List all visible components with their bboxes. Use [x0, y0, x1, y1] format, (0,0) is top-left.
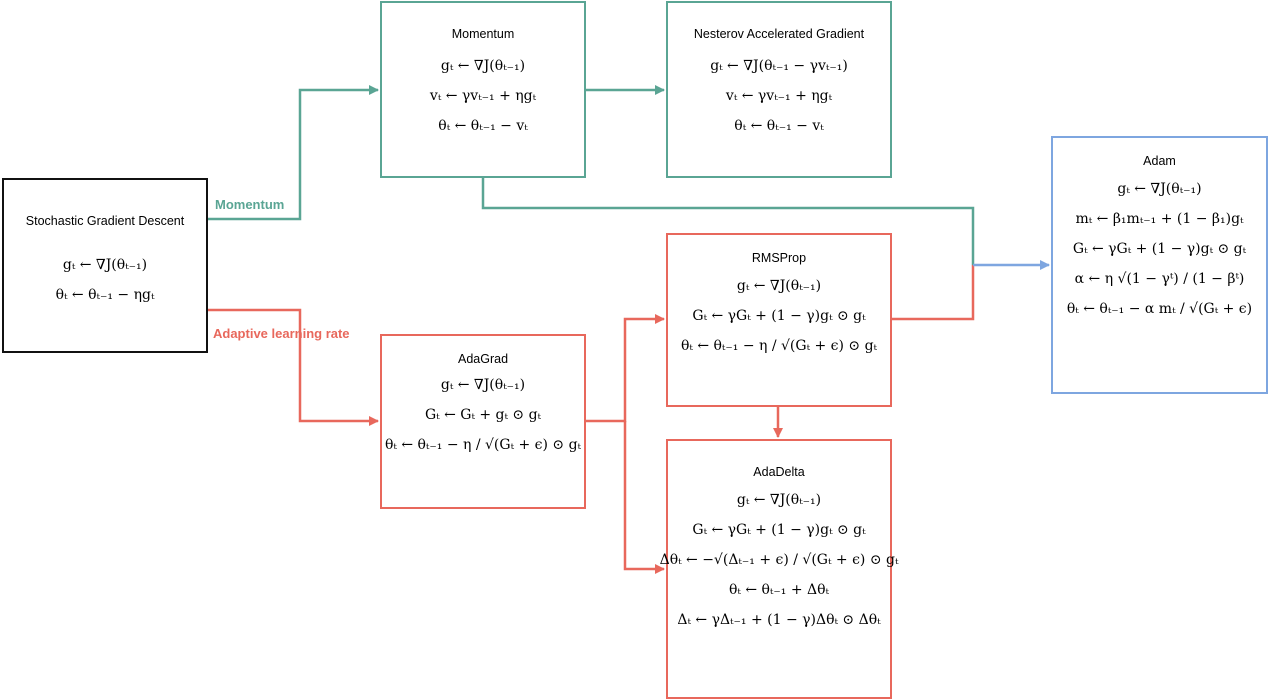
adagrad-equation: gₜ ← ∇J(θₜ₋₁) [440, 377, 526, 393]
adam-title: Adam [1143, 154, 1176, 168]
edge-momentum-to-adam [481, 178, 975, 265]
rmsprop-title: RMSProp [751, 251, 807, 265]
adam-equation: α ← η √(1 − γᵗ) / (1 − βᵗ) [1074, 271, 1245, 287]
adagrad-equation: θₜ ← θₜ₋₁ − η / √(Gₜ + ϵ) ⊙ gₜ [384, 437, 582, 453]
momentum-equation: gₜ ← ∇J(θₜ₋₁) [440, 58, 526, 74]
rmsprop-equation: Gₜ ← γGₜ + (1 − γ)gₜ ⊙ gₜ [692, 308, 866, 324]
edge-label-adaptive-text: Adaptive learning rate [213, 326, 350, 341]
rmsprop-equation: θₜ ← θₜ₋₁ − η / √(Gₜ + ϵ) ⊙ gₜ [680, 338, 878, 354]
adagrad-equation: Gₜ ← Gₜ + gₜ ⊙ gₜ [425, 407, 541, 423]
momentum-equation: θₜ ← θₜ₋₁ − vₜ [438, 118, 528, 134]
nesterov-box: Nesterov Accelerated Gradient gₜ ← ∇J(θₜ… [666, 1, 892, 178]
adadelta-equation: gₜ ← ∇J(θₜ₋₁) [736, 492, 822, 508]
nesterov-equation: θₜ ← θₜ₋₁ − vₜ [734, 118, 824, 134]
momentum-box: Momentum gₜ ← ∇J(θₜ₋₁) vₜ ← γvₜ₋₁ + ηgₜ … [380, 1, 586, 178]
rmsprop-equation: gₜ ← ∇J(θₜ₋₁) [736, 278, 822, 294]
momentum-equation: vₜ ← γvₜ₋₁ + ηgₜ [429, 88, 537, 104]
adadelta-equation: Δₜ ← γΔₜ₋₁ + (1 − γ)Δθₜ ⊙ Δθₜ [677, 612, 881, 628]
adadelta-equation: Δθₜ ← −√(Δₜ₋₁ + ϵ) / √(Gₜ + ϵ) ⊙ gₜ [659, 552, 899, 568]
edge-adagrad-to-rmsprop [586, 314, 665, 423]
edge-sgd-to-momentum [208, 85, 379, 221]
sgd-equation: gₜ ← ∇J(θₜ₋₁) [62, 257, 148, 273]
edge-rmsprop-to-adam [892, 265, 975, 321]
adam-equation: gₜ ← ∇J(θₜ₋₁) [1117, 181, 1202, 197]
edge-sgd-to-adagrad [208, 308, 379, 426]
edge-label-momentum: Momentum [215, 197, 285, 212]
sgd-box: Stochastic Gradient Descent gₜ ← ∇J(θₜ₋₁… [2, 178, 208, 353]
edge-adagrad-to-adadelta [623, 421, 665, 574]
adadelta-box: AdaDelta gₜ ← ∇J(θₜ₋₁) Gₜ ← γGₜ + (1 − γ… [660, 439, 898, 699]
adam-equation: θₜ ← θₜ₋₁ − α mₜ / √(Gₜ + ϵ) [1066, 301, 1253, 317]
sgd-title: Stochastic Gradient Descent [25, 214, 185, 228]
adam-box: Adam gₜ ← ∇J(θₜ₋₁) mₜ ← β₁mₜ₋₁ + (1 − β₁… [1051, 136, 1268, 394]
adadelta-equation: θₜ ← θₜ₋₁ + Δθₜ [728, 582, 830, 598]
adagrad-title: AdaGrad [457, 352, 509, 366]
nesterov-title: Nesterov Accelerated Gradient [693, 27, 865, 41]
adam-equation: mₜ ← β₁mₜ₋₁ + (1 − β₁)gₜ [1075, 211, 1244, 227]
adagrad-box: AdaGrad gₜ ← ∇J(θₜ₋₁) Gₜ ← Gₜ + gₜ ⊙ gₜ … [380, 334, 586, 509]
adam-equation: Gₜ ← γGₜ + (1 − γ)gₜ ⊙ gₜ [1072, 241, 1247, 257]
nesterov-equation: vₜ ← γvₜ₋₁ + ηgₜ [725, 88, 833, 104]
adadelta-title: AdaDelta [753, 465, 805, 479]
edge-label-adaptive-learning-rate: Adaptive learning rate [213, 326, 350, 341]
momentum-title: Momentum [451, 27, 515, 41]
adadelta-equation: Gₜ ← γGₜ + (1 − γ)gₜ ⊙ gₜ [692, 522, 866, 538]
nesterov-equation: gₜ ← ∇J(θₜ₋₁ − γvₜ₋₁) [710, 58, 848, 74]
sgd-equation: θₜ ← θₜ₋₁ − ηgₜ [55, 287, 155, 303]
rmsprop-box: RMSProp gₜ ← ∇J(θₜ₋₁) Gₜ ← γGₜ + (1 − γ)… [666, 233, 892, 407]
